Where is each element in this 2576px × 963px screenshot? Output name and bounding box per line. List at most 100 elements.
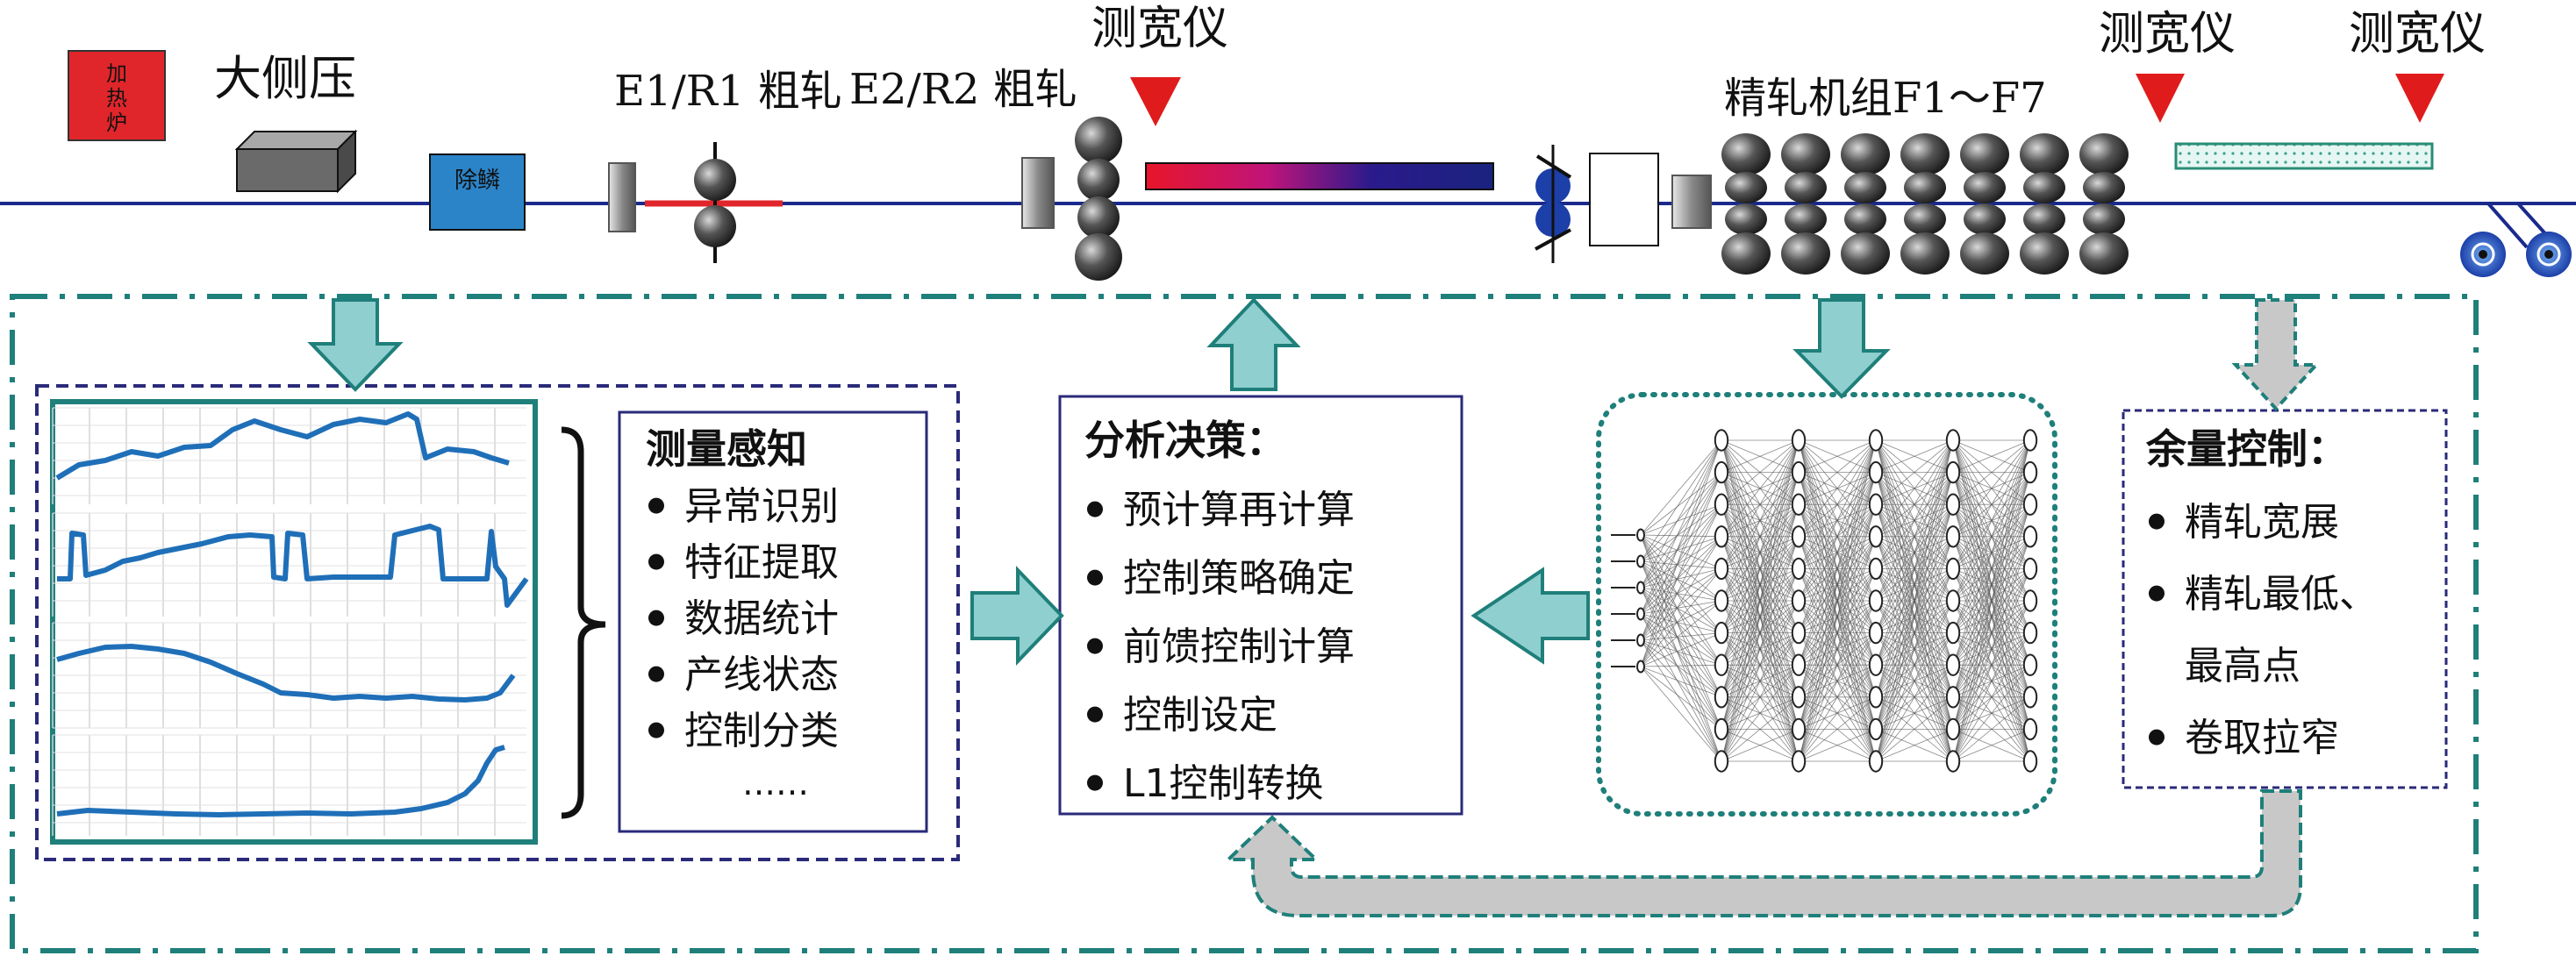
nnet-node: [2022, 429, 2038, 452]
nnet-node: [1714, 460, 1729, 484]
nnet-node: [1945, 621, 1961, 645]
nnet-node: [2022, 460, 2038, 484]
bullet-icon: [1087, 706, 1103, 723]
nnet-node: [1945, 750, 1961, 773]
descaler: 除鳞: [429, 153, 526, 231]
width-gauge-3: 测宽仪: [2349, 8, 2486, 123]
finished-strip: [2174, 142, 2434, 170]
perception-box: [618, 410, 928, 833]
nnet-node: [1945, 429, 1961, 452]
nnet-node: [2022, 750, 2038, 773]
nnet-node: [1791, 525, 1807, 548]
nnet-node: [2022, 717, 2038, 741]
nnet-node: [2022, 589, 2038, 612]
nnet-node: [1714, 717, 1729, 741]
width-gauge-1-label: 测宽仪: [1091, 3, 1228, 55]
finishing-stand-f2: [1781, 133, 1830, 275]
bullet-icon: [648, 666, 664, 682]
nnet-node: [1714, 686, 1729, 709]
nnet-node: [1945, 493, 1961, 516]
marginText-title: 余量控制：: [2145, 425, 2348, 473]
finishing-stand-f1: [1721, 133, 1771, 275]
nnet-node: [1791, 653, 1807, 676]
perception-panel-frame: [35, 384, 960, 861]
nnet-node: [1868, 750, 1884, 773]
width-gauge-2-label: 测宽仪: [2099, 8, 2236, 61]
outer-frame: [10, 294, 2479, 953]
nnet-node: [1714, 589, 1729, 612]
crop-shear: [1535, 145, 1712, 263]
sensor-charts: [52, 407, 529, 836]
bullet-icon: [648, 497, 664, 514]
nnet-node: [1636, 528, 1645, 542]
nnet-node: [1945, 460, 1961, 484]
nnet-node: [1868, 589, 1884, 612]
furnace: 加热炉: [68, 50, 166, 141]
width-gauge-3-label: 测宽仪: [2349, 8, 2486, 61]
nnet-node: [1791, 750, 1807, 773]
arrow-down-perception: [307, 298, 404, 392]
decisionText-item: 控制策略确定: [1123, 556, 1355, 601]
perceptionText-more: ……: [742, 764, 809, 802]
arrow-return-feedback: [1224, 789, 2302, 917]
nnet-node: [1868, 686, 1884, 709]
decisionText-item: 控制设定: [1123, 693, 1277, 738]
nnet-node: [2022, 686, 2038, 709]
rougher1-label: E1/R1 粗轧: [614, 67, 842, 116]
nnet-node: [1791, 493, 1807, 516]
rougher-2: E2/R2 粗轧: [849, 65, 1122, 281]
nnet-node: [2022, 557, 2038, 581]
arrow-left-to-decision: [1470, 567, 1590, 665]
marginText-item: 精轧最低、: [2185, 572, 2378, 617]
finishing-stand-f4: [1900, 133, 1950, 275]
nnet-node: [1791, 429, 1807, 452]
sensor-curve-4: [56, 745, 505, 817]
decisionText-item: L1控制转换: [1123, 761, 1324, 806]
decisionText-item: 预计算再计算: [1123, 488, 1355, 532]
nnet-node: [1868, 460, 1884, 484]
sensor-curve-1: [55, 411, 510, 481]
nnet-node: [1636, 660, 1645, 674]
nnet-node: [1791, 557, 1807, 581]
nnet-node: [1636, 554, 1645, 568]
nnet-node: [1636, 581, 1645, 595]
nnet-edges: [1640, 439, 2031, 762]
chart-panel: [50, 399, 538, 845]
descaler-label: 除鳞: [454, 168, 500, 194]
nnet-node: [1868, 557, 1884, 581]
nnet-node: [1868, 429, 1884, 452]
sizing-press: 大侧压: [214, 51, 358, 194]
nnet-node: [1636, 633, 1645, 647]
nnet-node: [1714, 653, 1729, 676]
nnet-node: [1868, 653, 1884, 676]
furnace-label: 加热炉: [106, 61, 127, 135]
nnet-node: [1945, 525, 1961, 548]
bullet-icon: [2149, 513, 2165, 530]
nnet-node: [1791, 589, 1807, 612]
marginText-item: 最高点: [2185, 644, 2301, 688]
perceptionText-item: 产线状态: [684, 653, 839, 697]
nnet-node: [1714, 750, 1729, 773]
nnet-node: [1868, 525, 1884, 548]
bullet-icon: [1087, 774, 1103, 791]
neural-network: [1611, 429, 2038, 773]
bullet-icon: [1087, 501, 1103, 517]
nnet-node: [1945, 686, 1961, 709]
nnet-node: [1714, 493, 1729, 516]
marginText-item: 精轧宽展: [2185, 500, 2339, 545]
nnet-node: [1714, 621, 1729, 645]
bullet-icon: [1087, 569, 1103, 586]
bullet-icon: [1087, 638, 1103, 654]
nnet-node: [1636, 607, 1645, 621]
nnet-node: [1714, 557, 1729, 581]
arrow-right-to-decision: [970, 566, 1064, 666]
finishing-stand-f6: [2020, 133, 2069, 275]
perceptionText-item: 控制分类: [684, 709, 839, 753]
sensor-curve-3: [56, 644, 516, 703]
marginText-item: 卷取拉窄: [2185, 716, 2339, 760]
arrow-down-margin: [2231, 298, 2321, 411]
perception-list: 测量感知异常识别特征提取数据统计产线状态控制分类……: [646, 425, 839, 802]
brace: [561, 426, 606, 819]
bullet-icon: [648, 722, 664, 738]
